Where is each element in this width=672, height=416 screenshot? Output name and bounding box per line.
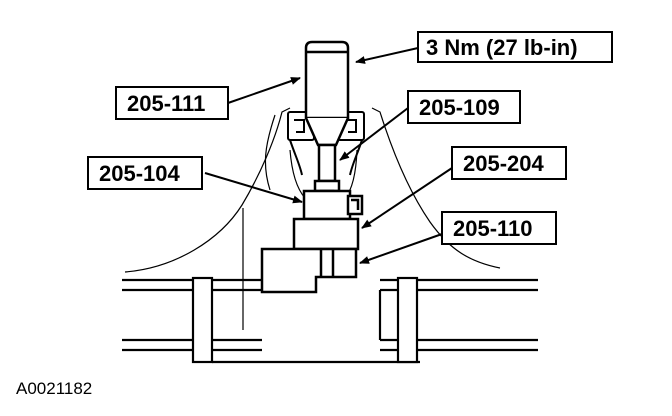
- adapter-205-104: [302, 189, 364, 221]
- figure-id: A0021182: [16, 379, 92, 398]
- callout-205-104-label: 205-104: [99, 161, 181, 186]
- torque-handle-205-111: [304, 40, 350, 147]
- arrow-205-110: [359, 233, 443, 264]
- callout-205-204: 205-204: [451, 146, 567, 180]
- callout-205-111: 205-111: [115, 86, 229, 120]
- callout-205-104: 205-104: [87, 156, 203, 190]
- arrow-205-111: [227, 77, 301, 104]
- callout-205-109: 205-109: [407, 90, 521, 124]
- arrow-205-204: [361, 167, 453, 229]
- callout-torque-label: 3 Nm (27 lb-in): [426, 35, 578, 60]
- callout-205-111-label: 205-111: [127, 91, 205, 116]
- callout-205-204-label: 205-204: [463, 151, 545, 176]
- callout-torque: 3 Nm (27 lb-in): [417, 31, 613, 63]
- arrow-torque: [355, 47, 419, 64]
- callout-205-109-label: 205-109: [419, 95, 500, 120]
- arrow-205-104: [204, 172, 303, 204]
- frame-rail: [122, 278, 538, 364]
- arrow-205-109: [339, 107, 409, 161]
- callout-205-110-label: 205-110: [453, 216, 533, 241]
- leader-arrows: [204, 47, 453, 264]
- callout-205-110: 205-110: [441, 211, 557, 245]
- housing-outline: [124, 107, 501, 330]
- fixture-205-110: [260, 247, 358, 294]
- socket-205-204: [292, 217, 360, 251]
- rail-brackets: [191, 276, 419, 364]
